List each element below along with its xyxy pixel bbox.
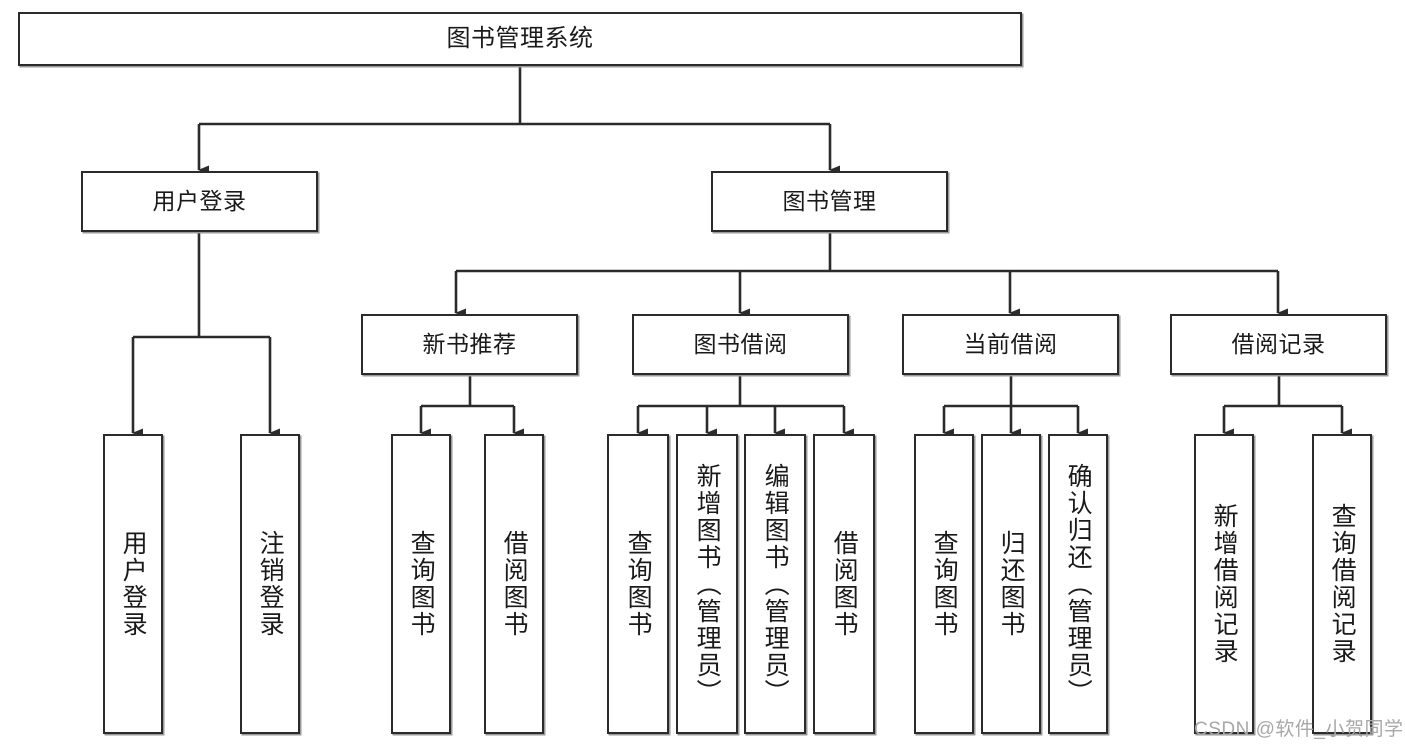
- node-box-leaf-add-borrow-record[interactable]: 新增借阅记录: [1194, 434, 1254, 734]
- node-box-new-book-recommend[interactable]: 新书推荐: [361, 314, 578, 375]
- node-label: 新增图书（管理员）: [693, 462, 722, 706]
- node-label: 图书管理: [782, 187, 877, 214]
- node-box-leaf-add-book-admin[interactable]: 新增图书（管理员）: [676, 434, 738, 734]
- node-label: 归还图书: [997, 530, 1026, 638]
- node-label: 借阅图书: [830, 530, 859, 638]
- node-box-leaf-user-logout[interactable]: 注销登录: [240, 434, 300, 734]
- node-label: 借阅记录: [1231, 330, 1326, 357]
- node-box-current-borrow[interactable]: 当前借阅: [902, 314, 1119, 375]
- node-label: 图书管理系统: [446, 24, 594, 52]
- node-label: 确认归还（管理员）: [1064, 462, 1093, 706]
- node-box-leaf-query-book-3[interactable]: 查询图书: [914, 434, 974, 734]
- node-label: 注销登录: [256, 530, 285, 638]
- node-label: 用户登录: [119, 530, 148, 638]
- node-label: 新书推荐: [422, 330, 517, 357]
- node-label: 查询图书: [930, 530, 959, 638]
- node-box-borrow-record[interactable]: 借阅记录: [1170, 314, 1387, 375]
- node-box-book-borrow[interactable]: 图书借阅: [632, 314, 849, 375]
- node-label: 图书借阅: [693, 330, 788, 357]
- node-box-leaf-borrow-book-2[interactable]: 借阅图书: [813, 434, 875, 734]
- node-label: 编辑图书（管理员）: [761, 462, 790, 706]
- node-box-book-manage[interactable]: 图书管理: [711, 171, 948, 232]
- node-box-leaf-user-login[interactable]: 用户登录: [103, 434, 163, 734]
- node-box-leaf-return-book[interactable]: 归还图书: [981, 434, 1041, 734]
- node-label: 用户登录: [152, 187, 247, 214]
- node-label: 查询图书: [407, 530, 436, 638]
- node-box-leaf-confirm-return-admin[interactable]: 确认归还（管理员）: [1048, 434, 1108, 734]
- node-box-user-login[interactable]: 用户登录: [81, 171, 318, 232]
- node-label: 借阅图书: [500, 530, 529, 638]
- node-box-leaf-query-book-1[interactable]: 查询图书: [391, 434, 451, 734]
- node-box-leaf-edit-book-admin[interactable]: 编辑图书（管理员）: [744, 434, 806, 734]
- node-box-leaf-query-book-2[interactable]: 查询图书: [607, 434, 669, 734]
- node-label: 查询图书: [624, 530, 653, 638]
- node-box-leaf-borrow-book-1[interactable]: 借阅图书: [484, 434, 544, 734]
- node-label: 当前借阅: [963, 330, 1058, 357]
- node-box-leaf-query-borrow-record[interactable]: 查询借阅记录: [1312, 434, 1372, 734]
- node-box-root[interactable]: 图书管理系统: [18, 12, 1022, 66]
- node-label: 新增借阅记录: [1210, 503, 1239, 665]
- node-label: 查询借阅记录: [1328, 503, 1357, 665]
